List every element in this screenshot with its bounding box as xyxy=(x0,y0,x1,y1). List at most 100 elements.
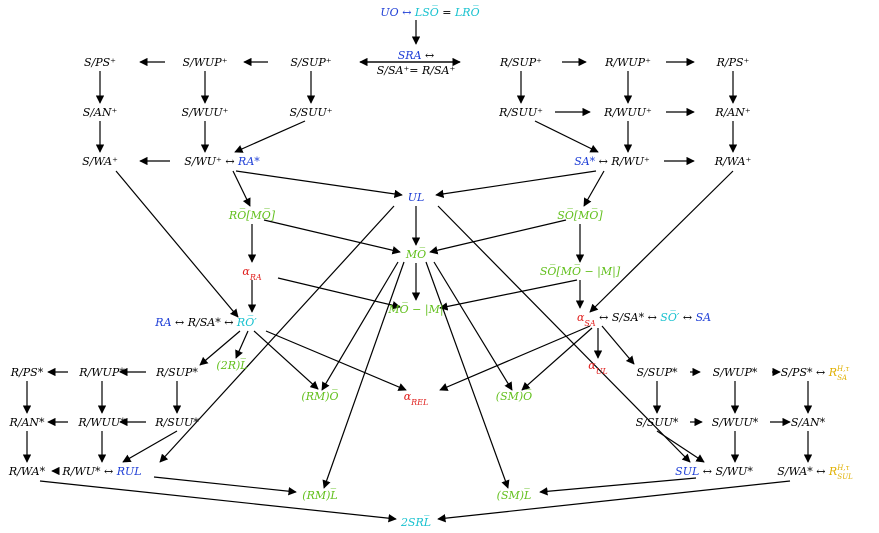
node-r-wuu-star: R/WUU* xyxy=(77,416,126,429)
node-text-part: S/WUU* xyxy=(712,416,759,429)
node-text-part: R/PS* xyxy=(10,366,44,379)
node-s-sup-star: S/SUP* xyxy=(637,366,678,379)
node-text-part: R/SUP* xyxy=(155,366,198,379)
node-text-part: MO̅ xyxy=(405,247,426,261)
edge-arrow xyxy=(435,170,597,199)
node-s-wup-star: S/WUP* xyxy=(713,366,758,379)
edge-arrow xyxy=(234,120,306,153)
node-sm-o: (SM)O̅ xyxy=(496,389,532,403)
node-text-part: MO̅ − |M| xyxy=(387,302,443,317)
edge-arrow xyxy=(425,261,510,489)
node-text-part: (2R)L̅ xyxy=(216,358,247,372)
edge-arrow xyxy=(539,477,697,496)
node-text-part: UO ↔ xyxy=(380,6,415,19)
node-text-part: R xyxy=(828,366,837,379)
edge-arrow xyxy=(322,261,405,489)
edge-arrow xyxy=(439,325,591,391)
node-text-part: SUL xyxy=(675,465,699,478)
node-text-part: UL xyxy=(408,191,425,204)
node-text-part: ↔ S/SA* ↔ xyxy=(596,311,661,324)
node-text-part: ↔ xyxy=(422,49,435,62)
node-r-an-star: R/AN* xyxy=(8,416,45,429)
edge-arrow xyxy=(235,330,249,359)
node-alpha-ul: αUL xyxy=(588,359,608,376)
node-r-wa-plus: R/WA⁺ xyxy=(714,155,752,168)
node-text-part: ↔ xyxy=(679,311,695,324)
node-text-part: SO̅′ xyxy=(660,310,680,324)
node-r-wup-plus: R/WUP⁺ xyxy=(604,56,651,69)
edge-arrow xyxy=(439,279,578,311)
node-r-wu-star: R/WU* ↔ RUL xyxy=(61,465,141,478)
edge-arrow xyxy=(199,330,241,366)
edge-arrow xyxy=(601,325,635,365)
edge-arrow xyxy=(583,170,605,207)
node-text-part: S/WUU⁺ xyxy=(182,106,229,119)
node-text-part: S/WU⁺ ↔ xyxy=(184,155,238,168)
node-ro-mo: RO̅[MO̅] xyxy=(228,208,276,222)
node-text-part: LRO̅ xyxy=(454,5,480,19)
subscript-text: SA xyxy=(837,374,847,382)
node-alpha-ra: αRA xyxy=(242,265,261,282)
node-text-part: (SM)O̅ xyxy=(496,389,532,403)
node-uo: UO ↔ LSO̅ = LRO̅ xyxy=(380,5,479,19)
node-text-part: ↔ R/SA* ↔ xyxy=(172,316,237,329)
node-text-part: REL xyxy=(410,398,428,407)
node-text-part: R/SUP⁺ xyxy=(499,56,542,69)
edge-arrow xyxy=(159,205,395,463)
node-r-sup-star: R/SUP* xyxy=(155,366,198,379)
node-text-part: α xyxy=(242,265,250,278)
node-text-part: ↔ S/WU* xyxy=(699,465,753,478)
node-text-part: 2SRL̅ xyxy=(400,515,431,529)
edge-arrow xyxy=(521,327,593,391)
edge-arrow xyxy=(433,261,513,391)
node-s-suu-plus: S/SUU⁺ xyxy=(289,106,332,119)
edge-arrow xyxy=(235,170,403,199)
node-text-part: RA* xyxy=(237,155,260,168)
edge-arrow xyxy=(429,219,567,255)
node-text-part: S/SUP⁺ xyxy=(290,56,331,69)
node-text-part: R/WUP* xyxy=(78,366,125,379)
node-text-part: (RM)L̅ xyxy=(302,488,337,502)
node-r-suu-plus: R/SUU⁺ xyxy=(498,106,543,119)
edge-arrow xyxy=(253,330,319,390)
edge-arrow xyxy=(437,205,691,463)
node-r-an-plus: R/AN⁺ xyxy=(714,106,751,119)
node-text-part: S/WUP⁺ xyxy=(182,56,227,69)
node-text-part: S/WA* ↔ xyxy=(777,465,829,478)
node-text-part: R/AN⁺ xyxy=(714,106,751,119)
edge-arrow xyxy=(277,277,401,310)
edge-arrow xyxy=(39,480,397,523)
node-sra2: S/SA⁺= R/SA⁺ xyxy=(377,64,456,77)
node-text-part: UL xyxy=(596,367,608,376)
node-text-part: S/SUU* xyxy=(636,416,679,429)
node-text-part: LSO̅ xyxy=(414,5,439,19)
node-r-wup-star: R/WUP* xyxy=(78,366,125,379)
node-text-part: SRA xyxy=(398,49,422,62)
node-text-part: α xyxy=(588,359,596,372)
node-two-r-l: (2R)L̅ xyxy=(216,358,247,372)
node-text-part: S/SA⁺= R/SA⁺ xyxy=(377,64,456,77)
node-text-part: R/AN* xyxy=(8,416,45,429)
node-text-part: α xyxy=(404,390,412,403)
node-text-part: α xyxy=(577,311,585,324)
node-ra-ro: RA ↔ R/SA* ↔ RO̅′ xyxy=(154,315,257,329)
edge-arrow xyxy=(265,330,407,391)
node-text-part: ↔ R/WU⁺ xyxy=(595,155,650,168)
node-text-part: = xyxy=(439,6,455,19)
node-text-part: SA* xyxy=(574,155,595,168)
node-text-part: S/SUU⁺ xyxy=(289,106,332,119)
node-so-mo-m: SO̅[MO̅ − |M|] xyxy=(540,264,621,279)
node-sa-star: SA* ↔ R/WU⁺ xyxy=(574,155,650,168)
node-text-part: (RM)O̅ xyxy=(301,389,338,403)
node-text-part: RA xyxy=(249,273,262,282)
node-text-part: R/WUU* xyxy=(77,416,126,429)
node-alpha-sa: αSA ↔ S/SA* ↔ SO̅′ ↔ SA xyxy=(577,310,711,328)
node-s-an-star: S/AN* xyxy=(791,416,826,429)
node-rm-o: (RM)O̅ xyxy=(301,389,338,403)
node-text-part: S/SUP* xyxy=(637,366,678,379)
node-text-part: SO̅[MO̅ − |M|] xyxy=(540,264,621,279)
node-text-part: R/WA* xyxy=(8,465,46,478)
